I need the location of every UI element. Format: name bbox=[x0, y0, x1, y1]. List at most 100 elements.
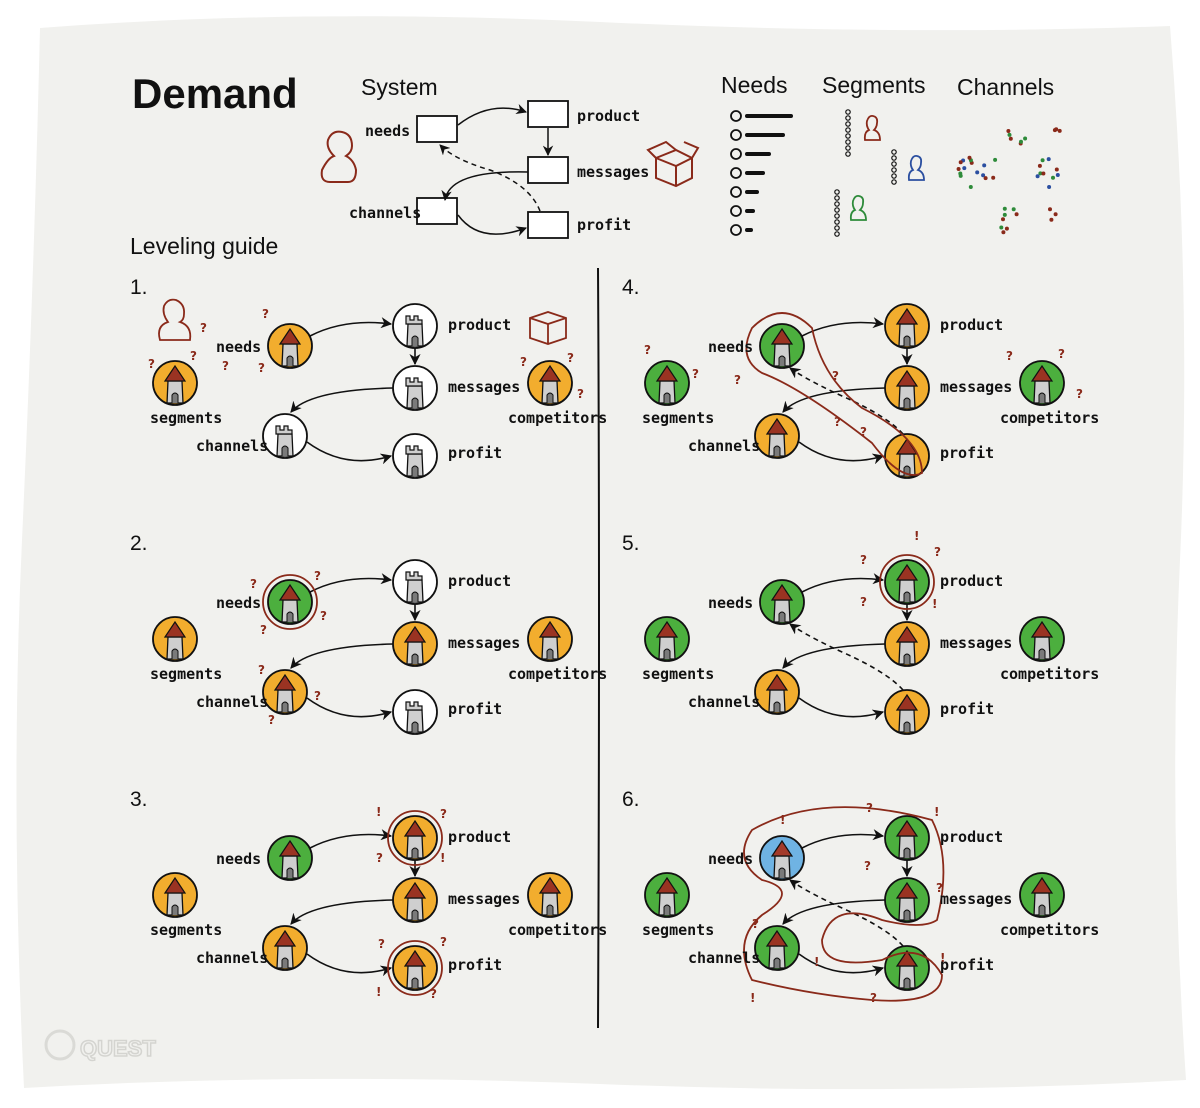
segment-person-icon bbox=[907, 154, 925, 181]
node-messages bbox=[392, 621, 438, 667]
need-marker bbox=[730, 224, 742, 236]
node-messages bbox=[392, 877, 438, 923]
label-competitors: competitors bbox=[1000, 665, 1099, 683]
node-competitors bbox=[1019, 360, 1065, 406]
segment-dot bbox=[845, 145, 851, 151]
tower-door bbox=[903, 977, 911, 988]
channel-dot bbox=[962, 166, 967, 171]
person-icon bbox=[320, 130, 358, 183]
system-label-needs: needs bbox=[365, 122, 410, 140]
tower-door bbox=[546, 648, 554, 659]
node-profit bbox=[392, 689, 438, 735]
segment-dot bbox=[845, 133, 851, 139]
node-needs bbox=[759, 579, 805, 625]
highlight-ring bbox=[387, 940, 443, 996]
segment-dot bbox=[891, 155, 897, 161]
system-box-product bbox=[527, 100, 569, 128]
segment-dot bbox=[834, 219, 840, 225]
label-channels: channels bbox=[688, 693, 760, 711]
tower-roof bbox=[403, 949, 427, 967]
channel-dot bbox=[1046, 157, 1051, 162]
segment-dot bbox=[845, 151, 851, 157]
channel-dot bbox=[1008, 136, 1013, 141]
node-channels bbox=[754, 669, 800, 715]
quest-logo: QUEST bbox=[44, 1029, 157, 1062]
flow-arrow bbox=[798, 697, 885, 721]
tower-door bbox=[903, 721, 911, 732]
label-channels: channels bbox=[688, 437, 760, 455]
flow-arrow bbox=[782, 387, 886, 413]
label-profit: profit bbox=[940, 444, 994, 462]
flow-arrow bbox=[801, 829, 885, 849]
tower-battlements bbox=[275, 425, 293, 435]
system-label-product: product bbox=[577, 107, 640, 125]
label-segments: segments bbox=[150, 409, 222, 427]
tower-door bbox=[778, 867, 786, 878]
tower-roof bbox=[273, 929, 297, 947]
question-mark: ? bbox=[752, 917, 759, 931]
segment-dot bbox=[834, 213, 840, 219]
level-number: 5. bbox=[622, 532, 640, 555]
question-mark: ! bbox=[932, 597, 937, 611]
tower-door bbox=[778, 611, 786, 622]
channel-dot bbox=[1053, 212, 1058, 217]
level-number: 2. bbox=[130, 532, 148, 555]
node-product bbox=[392, 303, 438, 349]
question-mark: ? bbox=[734, 373, 741, 387]
product-box-icon bbox=[646, 140, 700, 188]
segment-dot bbox=[834, 195, 840, 201]
tower-door bbox=[411, 465, 419, 476]
tower-door bbox=[773, 445, 781, 456]
flow-arrow bbox=[798, 953, 885, 977]
question-mark: ! bbox=[914, 529, 919, 543]
node-needs bbox=[759, 835, 805, 881]
level-number: 1. bbox=[130, 276, 148, 299]
need-marker bbox=[730, 167, 742, 179]
question-mark: ? bbox=[260, 623, 267, 637]
channel-dot bbox=[1011, 207, 1016, 212]
tower-door bbox=[1038, 392, 1046, 403]
segment-dot bbox=[891, 161, 897, 167]
question-mark: ! bbox=[440, 851, 445, 865]
question-mark: ? bbox=[258, 663, 265, 677]
system-arrow bbox=[457, 104, 527, 126]
node-segments bbox=[152, 616, 198, 662]
node-competitors bbox=[527, 616, 573, 662]
tower-door bbox=[411, 653, 419, 664]
segment-dot bbox=[834, 225, 840, 231]
tower-door bbox=[663, 904, 671, 915]
tower-roof bbox=[278, 327, 302, 345]
node-product bbox=[884, 559, 930, 605]
flow-arrow bbox=[290, 643, 394, 669]
channel-dot bbox=[1037, 163, 1042, 168]
highlight-loop bbox=[745, 312, 923, 476]
label-product: product bbox=[940, 828, 1003, 846]
need-bar bbox=[745, 209, 755, 213]
segment-dot bbox=[845, 109, 851, 115]
question-mark: ? bbox=[320, 609, 327, 623]
flow-arrow bbox=[290, 387, 394, 413]
question-mark: ! bbox=[934, 805, 939, 819]
node-product bbox=[392, 559, 438, 605]
flow-arrow bbox=[309, 573, 393, 593]
node-profit bbox=[392, 433, 438, 479]
tower-door bbox=[1038, 648, 1046, 659]
tower-roof bbox=[538, 876, 562, 894]
label-channels: channels bbox=[196, 693, 268, 711]
tower-roof bbox=[655, 620, 679, 638]
segment-dot bbox=[845, 121, 851, 127]
segments-legend bbox=[834, 109, 925, 237]
level-number: 6. bbox=[622, 788, 640, 811]
channel-dot bbox=[1057, 128, 1062, 133]
label-channels: channels bbox=[196, 437, 268, 455]
need-bar bbox=[745, 190, 759, 194]
channel-dot bbox=[1038, 171, 1043, 176]
label-segments: segments bbox=[150, 665, 222, 683]
tower-roof bbox=[163, 876, 187, 894]
node-competitors bbox=[527, 360, 573, 406]
question-mark: ? bbox=[1006, 349, 1013, 363]
